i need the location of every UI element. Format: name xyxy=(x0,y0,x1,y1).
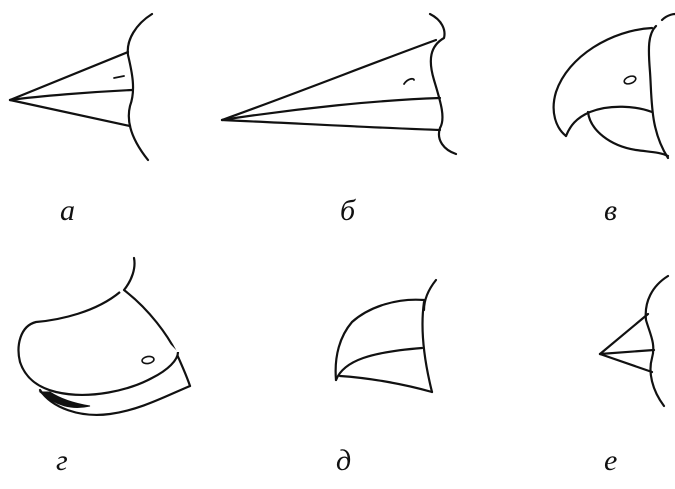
label-b: б xyxy=(340,196,355,226)
beak-b-long xyxy=(222,14,456,154)
beak-a-conical xyxy=(10,14,152,160)
label-v: в xyxy=(604,196,617,226)
beak-a-nostril xyxy=(114,76,124,78)
beak-e-lower-mandible xyxy=(600,354,652,372)
beak-a-lower-mandible xyxy=(10,100,130,126)
beak-d-base xyxy=(422,302,432,392)
beak-g-upper-mandible xyxy=(19,292,178,395)
beak-b-head-outline xyxy=(430,14,456,154)
beak-b-upper-mandible xyxy=(222,40,436,120)
beak-d-lower-mandible xyxy=(340,376,432,392)
beak-d-raptor xyxy=(336,280,436,392)
beak-v-nostril xyxy=(623,75,637,86)
beak-e-upper-mandible xyxy=(600,314,648,354)
beak-v-upper-mandible xyxy=(554,28,652,136)
label-d: д xyxy=(336,446,351,476)
beak-d-head-outline xyxy=(424,280,436,310)
beak-b-lower-mandible xyxy=(222,120,440,130)
label-g: г xyxy=(56,446,68,476)
beak-b-nostril xyxy=(404,79,414,84)
beak-e-small xyxy=(600,276,668,406)
beak-e-commissure xyxy=(600,350,654,354)
beak-a-head-outline xyxy=(128,14,152,160)
label-e: е xyxy=(604,446,617,476)
label-a: а xyxy=(60,196,75,226)
beak-d-upper-mandible xyxy=(336,300,424,380)
beak-v-hook-tip xyxy=(566,107,652,136)
beak-v-head-outline xyxy=(649,14,675,158)
beak-g-broad xyxy=(19,258,190,415)
beak-e-head-outline xyxy=(646,276,668,406)
beak-d-commissure xyxy=(336,348,422,380)
beak-a-upper-mandible xyxy=(10,52,128,100)
beak-v-hooked xyxy=(554,14,675,158)
